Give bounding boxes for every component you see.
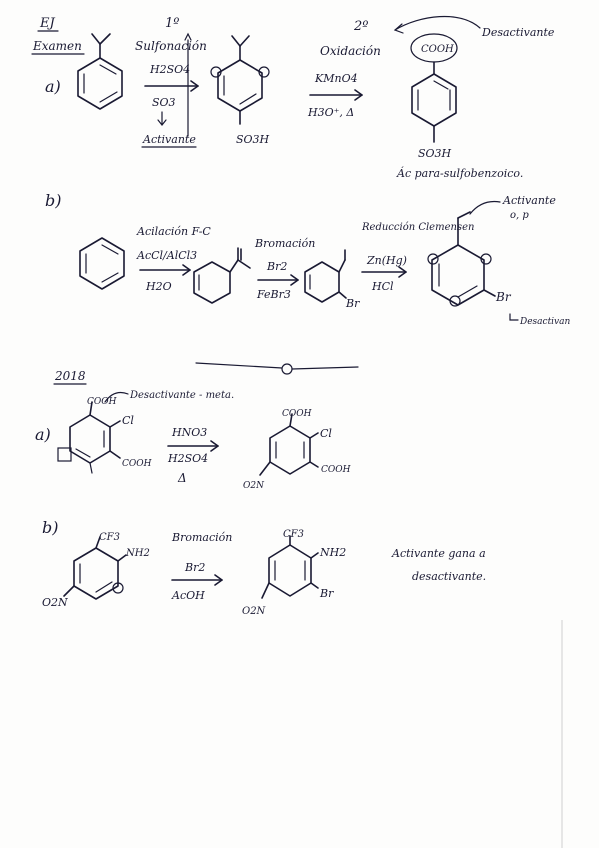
p1a-product1-group: SO3H: [236, 133, 270, 146]
p2a-product-bottom-right: COOH: [321, 465, 351, 475]
p1a-step2-conditions: H3O⁺, Δ: [307, 106, 354, 119]
p1a-annotation-arrow: [394, 16, 481, 31]
p1a-step1-reagent2: SO3: [152, 96, 176, 109]
p2a-product-top: COOH: [282, 409, 312, 419]
p1a-step2-reagent: KMnO4: [314, 72, 358, 85]
p1b-start-molecule: [79, 237, 125, 290]
p2b-step-name: Bromación: [171, 531, 232, 544]
p2a-annotation: Desactivante - meta.: [129, 390, 234, 401]
p2a-heat: Δ: [177, 471, 187, 485]
p1b-step3-acid: HCl: [371, 280, 394, 293]
p2b-start-molecule: [63, 536, 127, 600]
p2b-step-reagent: Br2: [184, 561, 205, 574]
p1a-step2-number: 2º: [353, 19, 368, 34]
p1b-intermediate1-molecule: [193, 247, 251, 304]
p2b-product-molecule: [261, 535, 319, 599]
p1a-product2-bottom: SO3H: [418, 147, 452, 160]
p1b-annotation-top: Activante: [502, 194, 556, 207]
p1a-label: a): [45, 77, 61, 96]
p2-year: 2018: [54, 369, 86, 383]
p2a-start-right: Cl: [122, 414, 134, 427]
section-divider-circle: [281, 363, 293, 375]
p1a-product1-molecule: [210, 35, 270, 125]
p1a-product2-molecule: [410, 33, 458, 143]
p2a-start-bottom-right: COOH: [122, 459, 152, 469]
p2b-step-solvent: AcOH: [171, 589, 205, 602]
section-divider-right: [291, 366, 359, 370]
p2b-start-top: CF3: [99, 532, 120, 543]
p2a-product-molecule: [259, 413, 319, 476]
p2a-reagent: HNO3: [171, 426, 207, 439]
p1b-product-molecule: [427, 211, 496, 307]
p1b-label: b): [45, 191, 61, 210]
p2a-acid: H2SO4: [167, 452, 208, 465]
p2b-start-left: O2N: [42, 596, 68, 609]
p1b-product-group: Br: [495, 290, 512, 304]
p1b-step1-name: Acilación F-C: [136, 225, 211, 238]
p2b-product-top: CF3: [283, 529, 304, 540]
p2a-start-top: COOH: [87, 397, 117, 407]
p1a-step1-note: Activante: [142, 133, 196, 146]
p2a-product-left: O2N: [243, 481, 265, 491]
ej-label: EJ: [39, 16, 55, 31]
p1a-step1-name: Sulfonación: [135, 39, 207, 53]
p2a-start-molecule: [57, 401, 121, 474]
p1b-step2-catalyst: FeBr3: [256, 288, 291, 301]
p2a-product-right: Cl: [320, 427, 332, 440]
p2b-product-left: O2N: [242, 606, 267, 617]
p2b-start-right: NH2: [125, 548, 150, 559]
p2a-label: a): [35, 425, 51, 444]
p2b-note-line1: Activante gana a: [391, 547, 486, 560]
p2b-product-bottom-right: Br: [319, 587, 334, 600]
p1a-product2-top: COOH: [421, 44, 454, 55]
p1b-intermediate-group: Br: [345, 297, 360, 310]
p1b-step2-name: Bromación: [254, 237, 315, 250]
p1a-annotation: Desactivante: [481, 26, 555, 39]
p1a-step1-reagent: H2SO4: [149, 63, 190, 76]
p1b-step3-reagent: Zn(Hg): [366, 254, 407, 267]
p1b-step2-reagent: Br2: [266, 260, 287, 273]
p1b-step1-reagent: AcCl/AlCl3: [136, 249, 197, 262]
p1b-step3-name: Reducción Clemensen: [361, 222, 474, 233]
p1a-step1-number: 1º: [165, 16, 179, 31]
p1a-start-molecule: [77, 33, 123, 110]
p1a-step2-name: Oxidación: [320, 44, 381, 58]
p2b-note-line2: desactivante.: [412, 570, 486, 583]
p1b-annotation-top2: o, p: [510, 210, 529, 221]
p1b-annotation-bottom: Desactivan: [519, 317, 571, 327]
p1b-intermediate2-molecule: [304, 249, 347, 303]
exam-label: Examen: [32, 39, 82, 53]
section-divider-left: [195, 362, 283, 369]
p1b-step1-solvent: H2O: [145, 280, 172, 293]
p2b-label: b): [42, 518, 58, 537]
p2b-product-right: NH2: [319, 546, 346, 559]
p1a-product-name: Ác para-sulfobenzoico.: [396, 166, 523, 180]
